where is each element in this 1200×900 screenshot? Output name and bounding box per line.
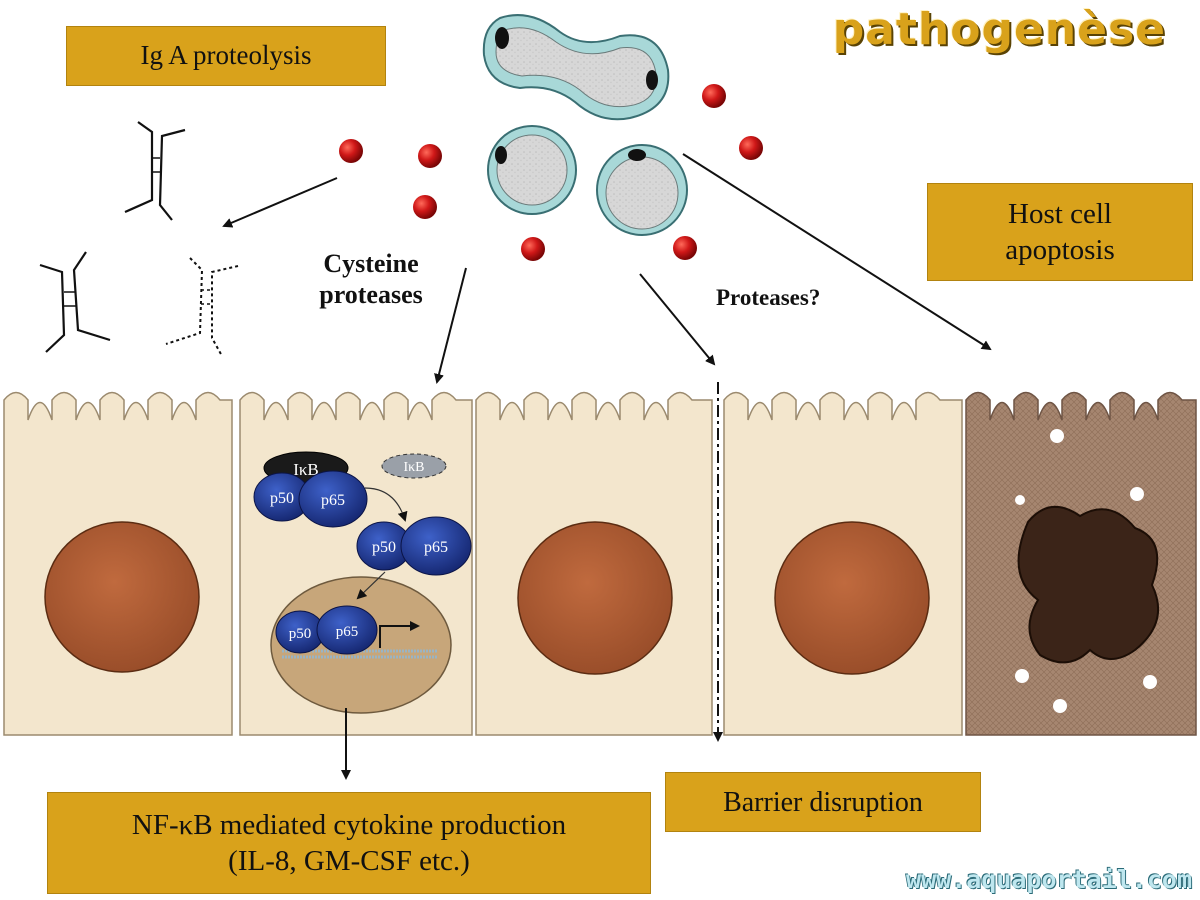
- p50-label: p50: [289, 626, 312, 642]
- iga-antibody-cleaved: [39, 251, 111, 353]
- apoptosis-arrow: [682, 153, 992, 351]
- p50-label: p50: [270, 490, 294, 507]
- epithelial-cell-1: [3, 391, 233, 736]
- cysteine-protease-arrow: [434, 267, 467, 384]
- apoptotic-vesicle: [1015, 495, 1025, 505]
- cysteine-proteases-label: Cysteine proteases: [319, 249, 423, 310]
- cell-nucleus: [774, 521, 930, 675]
- apoptotic-cell: [965, 391, 1197, 736]
- fragmented-nucleus: [1017, 505, 1160, 664]
- protease-dot: [413, 195, 437, 219]
- p65-label: p65: [424, 539, 448, 556]
- protease-dot: [521, 237, 545, 261]
- iga-proteolysis-box: Ig A proteolysis: [66, 26, 386, 86]
- epithelial-cell-4: [723, 391, 963, 736]
- apoptotic-vesicle: [1053, 699, 1067, 713]
- parasite-round: [596, 144, 688, 236]
- watermark-url: www.aquaportail.com: [906, 865, 1192, 894]
- parasite-nucleus: [628, 149, 646, 161]
- protease-dot: [702, 84, 726, 108]
- iga-proteolysis-text: Ig A proteolysis: [140, 40, 312, 71]
- apoptotic-vesicle: [1050, 429, 1064, 443]
- iga-antibody-degraded: [165, 257, 239, 357]
- pathway-arrows: [222, 153, 992, 780]
- proteases-question-label: Proteases?: [716, 285, 821, 310]
- barrier-protease-arrow: [639, 273, 716, 366]
- parasite-round: [487, 125, 577, 215]
- barrier-disruption-box: Barrier disruption: [665, 772, 981, 832]
- apoptosis-box: Host cell apoptosis: [927, 183, 1193, 281]
- protease-dot: [418, 144, 442, 168]
- ikb-released-label: IκB: [403, 460, 424, 475]
- p65-subunit: [298, 470, 368, 528]
- nfkb-pathway: IκB IκB p50 p65 p50 p65 p50 p65: [253, 451, 472, 659]
- protease-dot: [673, 236, 697, 260]
- ikb-label: IκB: [293, 460, 319, 479]
- barrier-disruption-text: Barrier disruption: [723, 786, 923, 818]
- p50-label: p50: [372, 539, 396, 556]
- p65-subunit: [316, 605, 378, 655]
- protease-dot: [339, 139, 363, 163]
- p65-label: p65: [336, 624, 359, 640]
- nfkb-cytokine-text: NF-κB mediated cytokine production (IL-8…: [131, 808, 567, 877]
- parasite-nucleus: [495, 146, 507, 164]
- apoptotic-vesicle: [1143, 675, 1157, 689]
- nfkb-cytokine-box: NF-κB mediated cytokine production (IL-8…: [47, 792, 651, 894]
- p65-subunit: [400, 516, 472, 576]
- parasite-dividing: [482, 14, 670, 121]
- transcription-arrow: [379, 621, 420, 648]
- translocation-arrow: [364, 487, 408, 522]
- ikb-released: [381, 453, 447, 479]
- iga-antibody-intact: [124, 121, 186, 221]
- parasite-nucleus: [646, 70, 658, 90]
- nuclear-entry-arrow: [356, 571, 386, 600]
- protease-molecules: [339, 84, 763, 261]
- cell-nucleus: [517, 521, 673, 675]
- protease-dot: [739, 136, 763, 160]
- brand-title: pathogenèse: [832, 4, 1166, 55]
- cell-nucleus: [44, 521, 200, 673]
- iga-proteolysis-arrow: [222, 177, 338, 228]
- apoptotic-vesicle: [1015, 669, 1029, 683]
- apoptosis-text: Host cell apoptosis: [1005, 197, 1115, 266]
- epithelial-cell-3: [475, 391, 713, 736]
- p65-label: p65: [321, 492, 345, 509]
- apoptotic-vesicle: [1130, 487, 1144, 501]
- parasite-nucleus: [495, 27, 509, 49]
